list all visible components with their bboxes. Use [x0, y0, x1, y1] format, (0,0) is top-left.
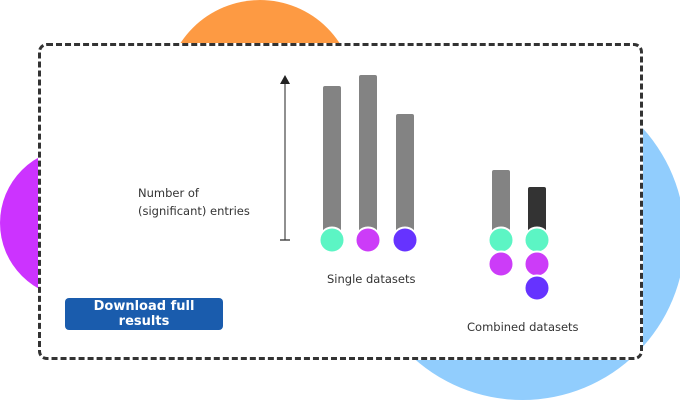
dataset-dot-indigo — [523, 274, 551, 302]
dataset-dot-indigo — [391, 226, 419, 254]
bar — [396, 114, 414, 234]
bar — [359, 75, 377, 234]
y-axis-arrow-icon — [280, 75, 290, 84]
axis-label-line1: Number of — [138, 186, 199, 200]
dataset-dot-teal — [523, 226, 551, 254]
bar — [528, 187, 546, 234]
axis-label-line2: (significant) entries — [138, 204, 250, 218]
dataset-dot-teal — [318, 226, 346, 254]
dataset-dot-purple — [523, 250, 551, 278]
download-full-results-button[interactable]: Download full results — [65, 298, 223, 330]
dataset-dot-purple — [354, 226, 382, 254]
single-datasets-label: Single datasets — [327, 272, 416, 286]
combined-datasets-label: Combined datasets — [467, 320, 579, 334]
dataset-dot-teal — [487, 226, 515, 254]
bar — [492, 170, 510, 234]
bar — [323, 86, 341, 234]
dataset-dot-purple — [487, 250, 515, 278]
